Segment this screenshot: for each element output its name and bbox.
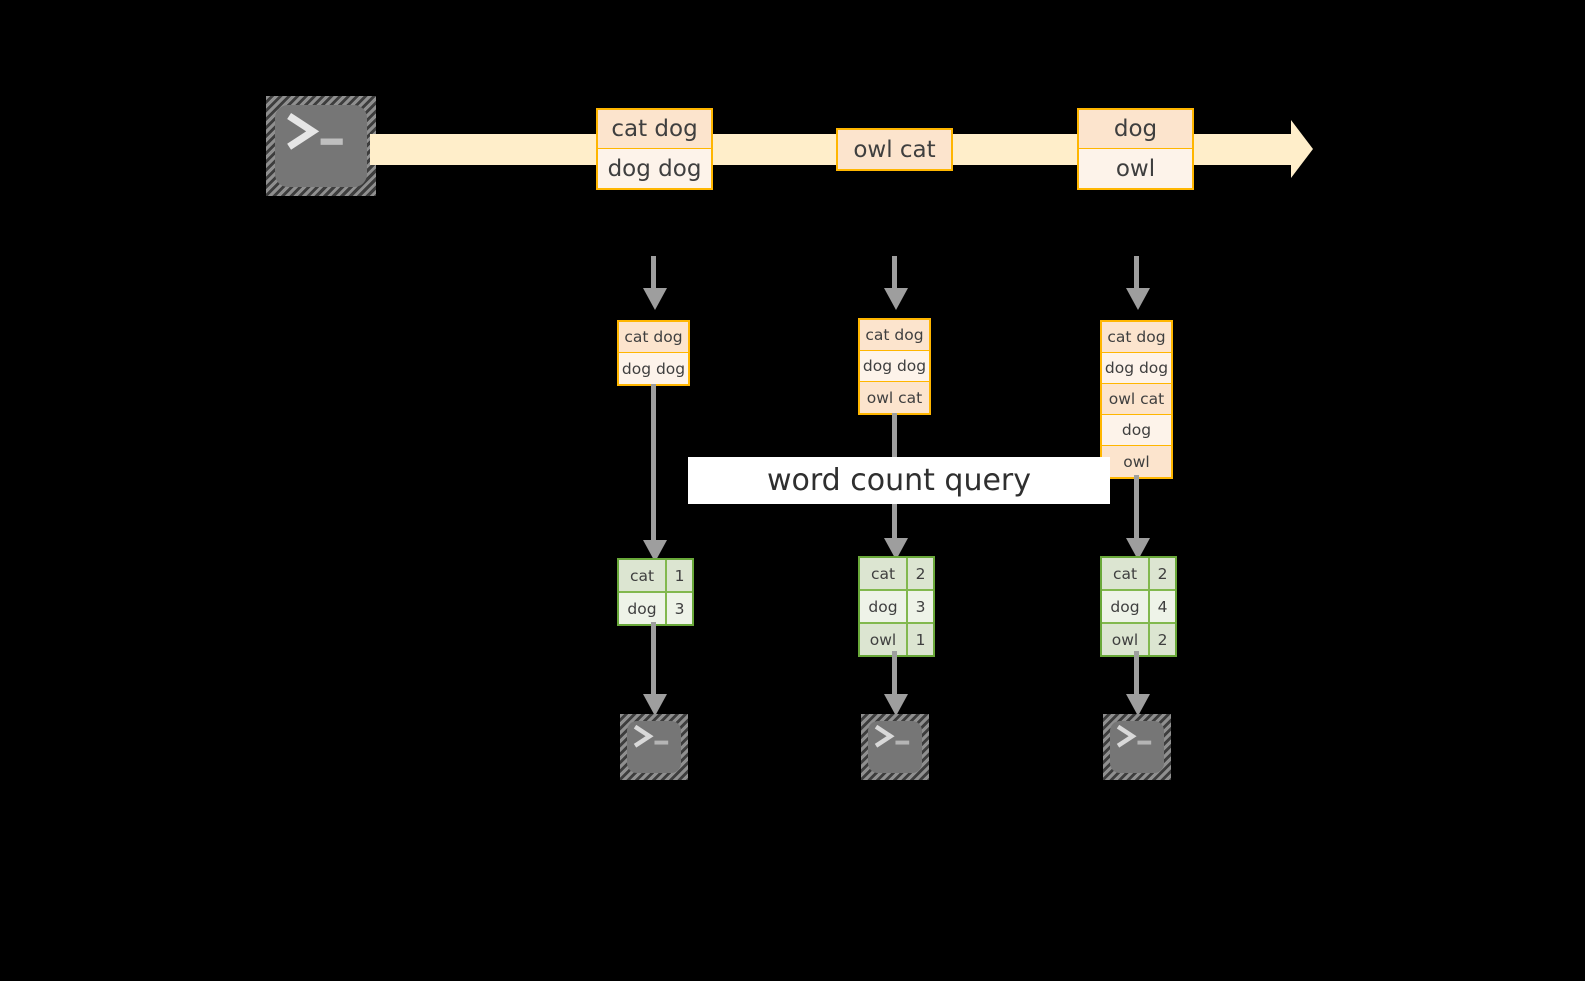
count-cell: 3 (667, 593, 692, 624)
batch-3-query-line (1134, 475, 1139, 538)
prompt-glyph-icon (281, 110, 360, 172)
arrow-down-dashed-icon (884, 288, 908, 310)
batch-3-accumulated-records: cat dog dog dog owl cat dog owl (1100, 320, 1173, 479)
count-cell: 3 (908, 591, 933, 622)
record-line: cat dog (598, 110, 711, 149)
batch-1-sink-line (651, 622, 656, 694)
count-cell: 2 (1150, 558, 1175, 589)
prompt-glyph-icon (871, 723, 920, 764)
table-row: owl 2 (1102, 624, 1175, 655)
count-cell: 1 (908, 624, 933, 655)
batch-2-sink-line (892, 651, 897, 694)
batch-3-sink-line (1134, 651, 1139, 694)
arrow-down-icon (884, 538, 908, 560)
record-line: dog dog (598, 149, 711, 188)
arrow-down-icon (643, 540, 667, 562)
accumulated-line: cat dog (860, 320, 929, 351)
record-line: owl cat (838, 130, 951, 169)
accumulated-line: owl cat (1102, 384, 1171, 415)
count-cell: 1 (667, 560, 692, 591)
table-row: dog 3 (860, 591, 933, 624)
batch-2-accumulated-records: cat dog dog dog owl cat (858, 318, 931, 415)
word-cell: owl (1102, 624, 1150, 655)
accumulated-line: cat dog (1102, 322, 1171, 353)
batch-2-inbound-line (892, 256, 897, 288)
source-terminal-icon (266, 96, 376, 196)
arrow-down-icon (1126, 538, 1150, 560)
query-banner: word count query (688, 457, 1110, 504)
batch-3-sink-terminal-icon (1103, 714, 1171, 780)
batch-1-accumulated-records: cat dog dog dog (617, 320, 690, 386)
word-cell: dog (1102, 591, 1150, 622)
word-cell: dog (619, 593, 667, 624)
arrow-down-dashed-icon (1126, 288, 1150, 310)
count-cell: 2 (908, 558, 933, 589)
batch-2-result-table: cat 2 dog 3 owl 1 (858, 556, 935, 657)
record-line: owl (1079, 149, 1192, 188)
accumulated-line: owl cat (860, 382, 929, 413)
stream-record-3: dog owl (1077, 108, 1194, 190)
accumulated-line: dog dog (860, 351, 929, 382)
table-row: cat 2 (860, 558, 933, 591)
word-cell: cat (619, 560, 667, 591)
accumulated-line: dog dog (619, 353, 688, 384)
batch-1-sink-terminal-icon (620, 714, 688, 780)
batch-3-result-table: cat 2 dog 4 owl 2 (1100, 556, 1177, 657)
prompt-glyph-icon (1113, 723, 1162, 764)
stream-record-2: owl cat (836, 128, 953, 171)
batch-1-query-line (651, 384, 656, 540)
batch-3-inbound-line (1134, 256, 1139, 288)
arrow-right-icon (1291, 120, 1313, 178)
accumulated-line: owl (1102, 446, 1171, 477)
word-cell: cat (1102, 558, 1150, 589)
count-cell: 4 (1150, 591, 1175, 622)
prompt-glyph-icon (630, 723, 679, 764)
word-cell: owl (860, 624, 908, 655)
arrow-down-icon (643, 694, 667, 716)
arrow-down-icon (1126, 694, 1150, 716)
table-row: dog 3 (619, 593, 692, 624)
batch-2-sink-terminal-icon (861, 714, 929, 780)
word-cell: cat (860, 558, 908, 589)
batch-1-inbound-line (651, 256, 656, 288)
word-cell: dog (860, 591, 908, 622)
accumulated-line: dog dog (1102, 353, 1171, 384)
arrow-down-icon (884, 694, 908, 716)
accumulated-line: cat dog (619, 322, 688, 353)
accumulated-line: dog (1102, 415, 1171, 446)
count-cell: 2 (1150, 624, 1175, 655)
arrow-down-dashed-icon (643, 288, 667, 310)
table-row: cat 2 (1102, 558, 1175, 591)
table-row: owl 1 (860, 624, 933, 655)
table-row: cat 1 (619, 560, 692, 593)
batch-1-result-table: cat 1 dog 3 (617, 558, 694, 626)
table-row: dog 4 (1102, 591, 1175, 624)
stream-record-1: cat dog dog dog (596, 108, 713, 190)
record-line: dog (1079, 110, 1192, 149)
